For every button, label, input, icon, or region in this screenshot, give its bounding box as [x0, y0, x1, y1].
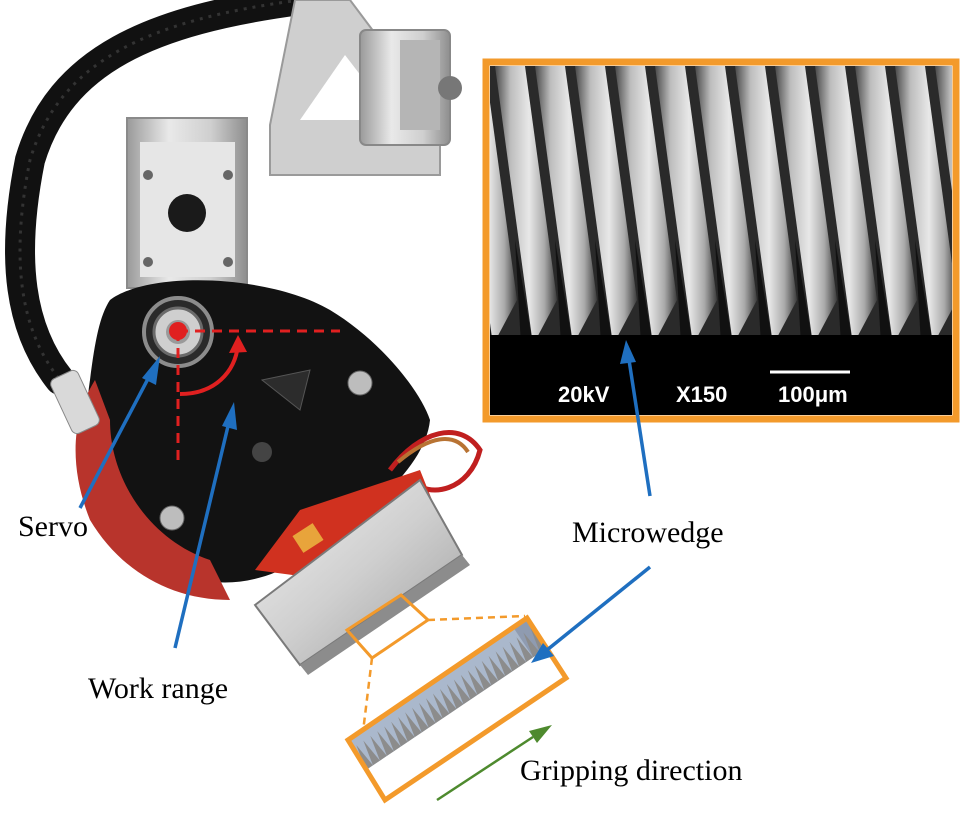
sem-ridge: [535, 66, 597, 345]
wedge-tooth: [432, 693, 450, 719]
microwedge-upper-arrow: [627, 359, 652, 497]
sem-inset: 20kV X150 100μm: [482, 58, 960, 423]
wedge-tooth: [516, 637, 534, 663]
sem-ridge-tip: [835, 240, 853, 345]
work-range-marks: [169, 322, 340, 466]
gripping-arrowhead: [529, 725, 552, 743]
servo-arrowhead: [142, 356, 160, 385]
sem-scale: 100μm: [778, 382, 848, 407]
pointer-arrows: [78, 340, 652, 663]
wedge-tooth: [425, 698, 443, 724]
wedge-tooth: [502, 646, 520, 672]
sem-ridge: [615, 66, 677, 345]
wedge-teeth: [356, 627, 547, 770]
sem-ridge-tip: [755, 240, 773, 345]
wedge-tooth: [370, 735, 387, 761]
wedge-tooth: [474, 665, 492, 691]
sem-ridge-tip: [875, 240, 893, 345]
sem-ridge-tip: [675, 240, 693, 345]
wedge-tooth: [439, 688, 457, 714]
sem-ridge: [495, 66, 557, 345]
wedge-tooth: [418, 702, 436, 728]
sem-ridge: [855, 66, 917, 345]
wedge-tooth: [509, 641, 527, 667]
wedge-tooth: [446, 684, 464, 709]
work-range-label: Work range: [88, 672, 229, 705]
wedge-tooth: [363, 740, 380, 766]
wedge-tooth: [398, 717, 415, 742]
wedge-tooth: [488, 656, 506, 681]
wedge-tooth: [391, 721, 408, 747]
wedge-frame: [344, 614, 570, 804]
sem-ridge: [655, 66, 717, 345]
work-range-arrow: [173, 421, 231, 649]
servo-arrow: [78, 374, 152, 509]
wedge-tooth: [460, 674, 478, 700]
wedge-tooth: [356, 745, 373, 770]
wedge-tooth: [453, 679, 471, 705]
microwedge-label: Microwedge: [572, 516, 724, 549]
sem-ridge-tip: [555, 240, 573, 345]
sem-ridge: [775, 66, 837, 345]
microwedge-lower-arrowhead: [531, 643, 554, 663]
servo-label: Servo: [18, 510, 88, 543]
sem-magnification: X150: [676, 382, 727, 407]
gripping-direction-arrow: [436, 725, 552, 802]
sem-ridge: [575, 66, 637, 345]
sem-ridge: [735, 66, 797, 345]
sem-ridge-tip: [515, 240, 533, 345]
sem-voltage: 20kV: [558, 382, 610, 407]
sem-image: [490, 66, 952, 415]
sem-ridge: [935, 66, 952, 191]
gripper-photo: [5, 0, 483, 675]
pivot-dot: [169, 322, 187, 340]
sem-ridge-tip: [595, 240, 613, 345]
dc-motor: [253, 478, 470, 675]
work-range-arrowhead: [222, 402, 237, 430]
sem-ridge: [895, 66, 952, 345]
sem-ridge: [815, 66, 877, 345]
microwedge-lower-arrow: [545, 565, 652, 652]
sem-ridge: [695, 66, 757, 345]
wedge-tooth: [467, 670, 485, 695]
wedge-tooth: [495, 651, 513, 677]
sem-ridge-tip: [635, 240, 653, 345]
sem-ridge-tip: [915, 240, 933, 345]
wedge-tooth: [384, 726, 401, 752]
inset-border: [482, 58, 960, 423]
wedge-tooth: [377, 731, 394, 756]
aluminum-bracket: [269, 0, 462, 176]
microwedge-ridges: [490, 66, 952, 345]
gripping-direction-label: Gripping direction: [520, 754, 743, 787]
microwedge-zoom: [344, 593, 570, 804]
wedge-tooth: [412, 707, 429, 733]
rotation-arrowhead: [229, 335, 247, 353]
rotation-arc: [179, 344, 240, 396]
wedge-tooth: [481, 660, 499, 686]
wedge-tooth: [523, 632, 541, 658]
sem-ridge-tip: [715, 240, 733, 345]
mounting-plate: [126, 117, 248, 289]
sem-ridge-tip: [795, 240, 813, 345]
wedge-tooth: [405, 712, 422, 738]
sem-ridge: [490, 102, 517, 345]
microwedge-upper-arrowhead: [620, 340, 636, 364]
